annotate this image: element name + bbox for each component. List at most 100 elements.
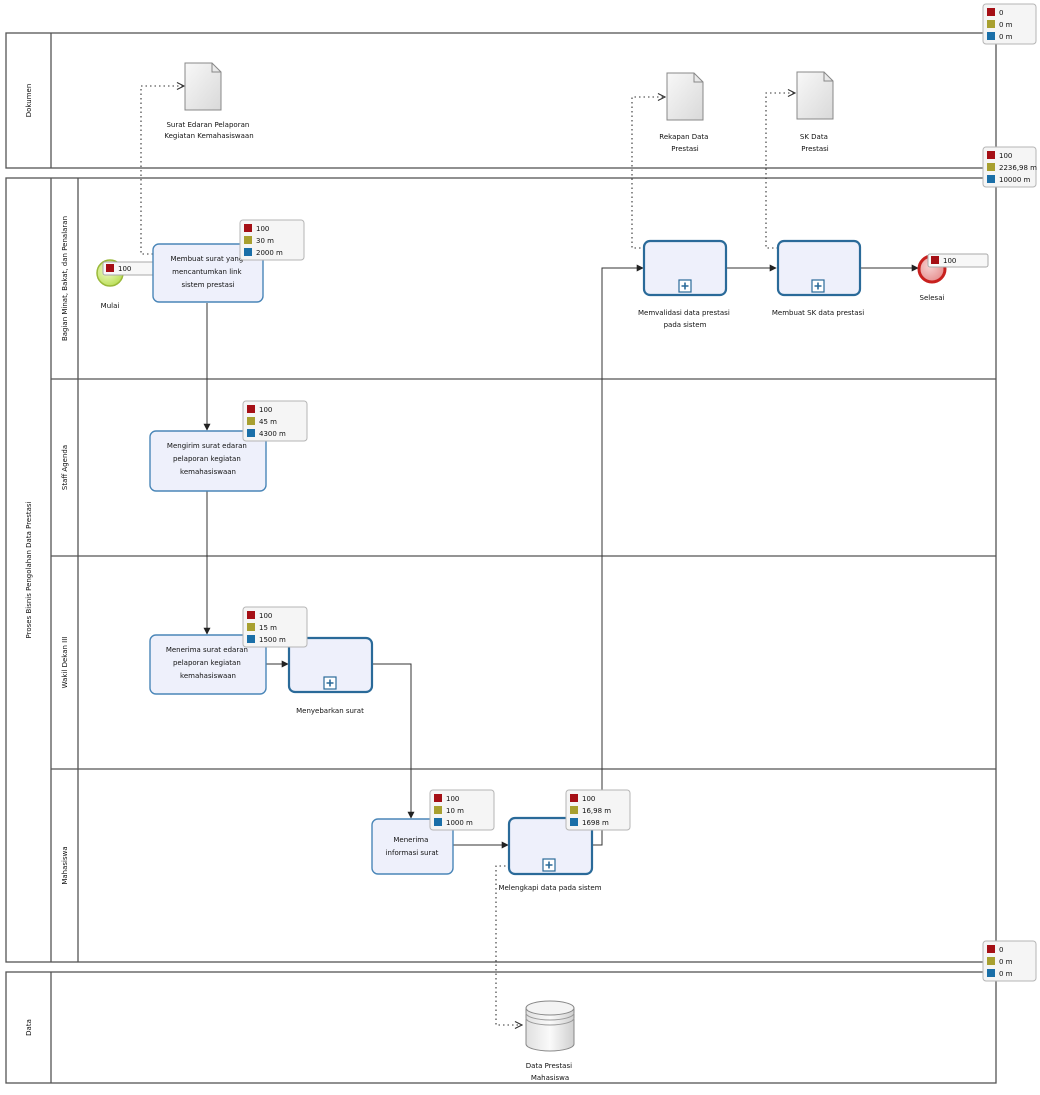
task-t3-line2: pelaporan kegiatan	[173, 659, 241, 667]
time-icon	[244, 236, 252, 244]
task-mengirim-surat[interactable]: Mengirim surat edaran pelaporan kegiatan…	[149, 430, 267, 492]
badge-cost-value: 100	[582, 795, 595, 803]
badge-duration-value: 1500 m	[259, 636, 286, 644]
badge-cost-value: 100	[446, 795, 459, 803]
assoc-s4-d3	[765, 93, 795, 249]
badge-duration-value: 2000 m	[256, 249, 283, 257]
duration-icon	[987, 175, 995, 183]
start-badge-value: 100	[118, 265, 131, 273]
start-event-label: Mulai	[101, 302, 120, 310]
badge-cost-value: 0	[999, 9, 1003, 17]
pool-data-label: Data	[25, 1019, 33, 1036]
document-d3-line2: Prestasi	[801, 145, 828, 153]
subprocess-memvalidasi-data[interactable]	[642, 239, 728, 297]
time-icon	[987, 163, 995, 171]
svg-text:Memvalidasi data prestasi: Memvalidasi data prestasi pada sistem	[638, 309, 732, 329]
time-icon	[987, 20, 995, 28]
assoc-s2-db	[495, 865, 522, 1025]
cost-icon	[570, 794, 578, 802]
datastore-data-prestasi[interactable]	[525, 1000, 575, 1052]
svg-text:Data Prestasi Mahasiswa: Data Prestasi Mahasiswa	[526, 1062, 575, 1082]
pool-main-label: Proses Bisnis Pengolahan Data Prestasi	[25, 501, 33, 638]
cost-icon	[434, 794, 442, 802]
stat-badge-pool-data: 00 m0 m	[982, 940, 1037, 982]
cost-icon	[987, 945, 995, 953]
associations	[140, 86, 795, 1025]
badge-duration-value: 4300 m	[259, 430, 286, 438]
time-icon	[247, 417, 255, 425]
subprocess-s2-label: Melengkapi data pada sistem	[498, 884, 601, 892]
badge-time-value: 15 m	[259, 624, 277, 632]
badge-cost-value: 100	[256, 225, 269, 233]
badge-cost-value: 100	[999, 152, 1012, 160]
cost-icon	[247, 405, 255, 413]
badge-cost-value: 100	[259, 612, 272, 620]
subprocess-s3-line2: pada sistem	[664, 321, 707, 329]
stat-badge-t4: 100 10 m 1000 m	[429, 789, 495, 831]
document-d1-line1: Surat Edaran Pelaporan	[166, 121, 249, 129]
svg-text:Mengirim surat edaran pe: Mengirim surat edaran pelaporan kegiatan…	[167, 442, 249, 476]
assoc-s3-d2	[631, 97, 665, 249]
badge-time-value: 45 m	[259, 418, 277, 426]
badge-time-value: 16,98 m	[582, 807, 611, 815]
duration-icon	[987, 969, 995, 977]
document-rekapan-data[interactable]	[666, 72, 704, 121]
pool-main[interactable]: Proses Bisnis Pengolahan Data Prestasi B…	[5, 177, 997, 963]
subprocess-s1-label: Menyebarkan surat	[296, 707, 364, 715]
subprocess-s3-line1: Memvalidasi data prestasi	[638, 309, 730, 317]
badge-time-value: 2236,98 m	[999, 164, 1037, 172]
task-membuat-surat[interactable]: Membuat surat yang mencantumkan link sis…	[152, 243, 264, 303]
duration-icon	[434, 818, 442, 826]
badge-duration-value: 0 m	[999, 33, 1013, 41]
document-d3-line1: SK Data	[800, 133, 828, 141]
pool-data[interactable]: Data	[5, 971, 997, 1084]
stat-badge-pool-dokumen: 0 0 m 0 m	[982, 3, 1037, 45]
flow-s1-t4	[372, 663, 415, 819]
document-sk-data[interactable]	[796, 71, 834, 120]
task-t3-line1: Menerima surat edaran	[166, 646, 248, 654]
badge-duration-value: 1000 m	[446, 819, 473, 827]
badge-time-value: 10 m	[446, 807, 464, 815]
duration-icon	[247, 429, 255, 437]
subprocess-melengkapi-data[interactable]	[507, 816, 594, 876]
task-menerima-surat[interactable]: Menerima surat edaran pelaporan kegiatan…	[149, 634, 267, 695]
task-t2-line1: Mengirim surat edaran	[167, 442, 247, 450]
document-d2-line2: Prestasi	[671, 145, 698, 153]
task-t2-line2: pelaporan kegiatan	[173, 455, 241, 463]
pool-dokumen-label: Dokumen	[25, 84, 33, 118]
badge-cost-value: 100	[259, 406, 272, 414]
cost-icon	[987, 8, 995, 16]
svg-text:Membuat surat yang menca: Membuat surat yang mencantumkan link sis…	[170, 255, 245, 289]
badge-time-value: 0 m	[999, 21, 1013, 29]
end-event-label: Selesai	[920, 294, 945, 302]
lane-label-staff-agenda: Staff Agenda	[61, 445, 69, 490]
cost-icon	[987, 151, 995, 159]
flow-s2-s3	[591, 264, 644, 846]
subprocess-membuat-sk[interactable]	[776, 239, 862, 297]
pool-dokumen[interactable]: Dokumen	[5, 32, 997, 169]
assoc-t1-d1	[140, 86, 184, 255]
document-surat-edaran[interactable]	[184, 62, 222, 111]
task-menerima-informasi[interactable]: Menerima informasi surat	[371, 818, 454, 875]
subprocess-s4-label: Membuat SK data prestasi	[772, 309, 864, 317]
time-icon	[247, 623, 255, 631]
duration-icon	[570, 818, 578, 826]
svg-text:Surat Edaran Pelaporan Keg: Surat Edaran Pelaporan Kegiatan Kemahasi…	[164, 121, 253, 140]
task-t2-line3: kemahasiswaan	[180, 468, 236, 476]
subprocess-menyebarkan-surat[interactable]	[287, 636, 374, 694]
svg-text:Menerima surat edaran pe: Menerima surat edaran pelaporan kegiatan…	[166, 646, 250, 680]
cost-icon	[247, 611, 255, 619]
document-d1-line2: Kegiatan Kemahasiswaan	[164, 132, 253, 140]
duration-icon	[987, 32, 995, 40]
document-d2-line1: Rekapan Data	[659, 133, 708, 141]
badge-time-value: 0 m	[999, 958, 1013, 966]
end-event-cost-badge: 100	[927, 253, 989, 268]
datastore-line1: Data Prestasi	[526, 1062, 572, 1070]
lane-label-wakil-dekan: Wakil Dekan III	[61, 637, 69, 689]
svg-text:Menerima informasi surat: Menerima informasi surat	[386, 836, 439, 857]
stat-badge-t2: 100 45 m 4300 m	[242, 400, 308, 442]
task-t3-line3: kemahasiswaan	[180, 672, 236, 680]
svg-text:SK Data Prestasi: SK Data Prestasi	[800, 133, 830, 153]
